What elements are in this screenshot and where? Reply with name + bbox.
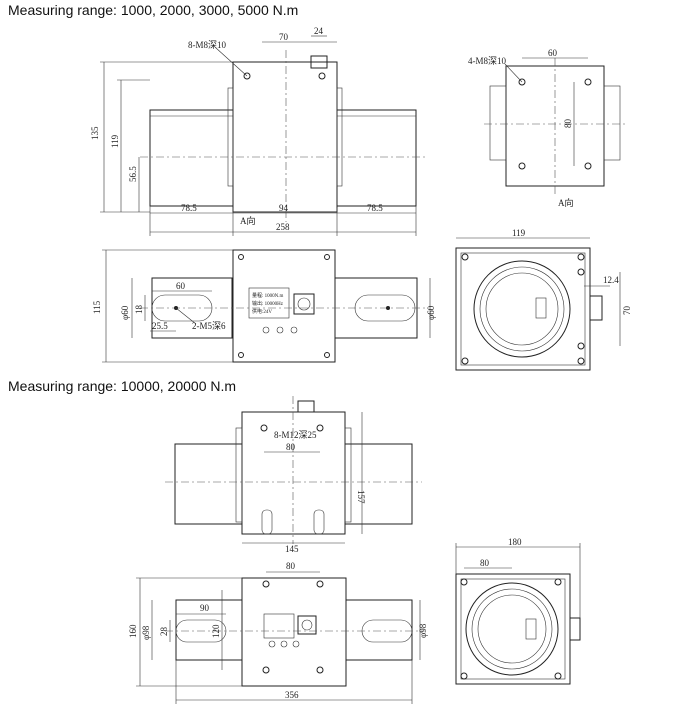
top-front-view: 8-M8深10 70 24 135 119 56.5 78.5 94 78.5 … <box>90 26 425 236</box>
dim-78-5-left: 78.5 <box>181 203 197 213</box>
left-shaft <box>149 109 234 207</box>
dim-120: 120 <box>211 624 221 638</box>
dim-56-5: 56.5 <box>128 166 138 182</box>
left-shaft <box>175 599 243 661</box>
dim-115: 115 <box>92 300 102 314</box>
side-holes-label: 4-M8深10 <box>468 56 506 66</box>
heading-large-range: Measuring range: 10000, 20000 N.m <box>8 378 237 394</box>
dim-157: 157 <box>356 490 366 504</box>
bottom-plan-view: 80 90 160 φ98 28 120 φ98 356 <box>128 561 428 704</box>
bottom-end-view: 180 80 <box>455 537 581 685</box>
dim-24: 24 <box>314 26 324 36</box>
bottom-front-view: 8-M12深25 80 157 145 <box>165 396 422 554</box>
dim-145: 145 <box>285 544 299 554</box>
end-dim-80: 80 <box>480 558 490 568</box>
nameplate-line-1: 量程: 1000N.m <box>252 292 284 299</box>
indicator-light <box>276 326 284 334</box>
right-shaft <box>345 599 413 661</box>
dim-d60-left: φ60 <box>120 305 130 320</box>
connector <box>297 400 315 413</box>
dim-d60-right: φ60 <box>426 305 436 320</box>
bore-inner <box>485 272 559 346</box>
right-shaft <box>336 109 417 207</box>
side-dim-60: 60 <box>548 48 558 58</box>
dim-d98-right: φ98 <box>418 623 428 638</box>
end-dim-119: 119 <box>512 228 526 238</box>
indicator-light <box>268 640 276 648</box>
side-view-label: A向 <box>558 197 574 208</box>
dim-119: 119 <box>110 134 120 148</box>
mount-hole <box>260 424 268 432</box>
indicator-light <box>290 326 298 334</box>
heading-small-range: Measuring range: 1000, 2000, 3000, 5000 … <box>8 2 299 18</box>
dim-70: 70 <box>279 32 289 42</box>
a-direction-label: A向 <box>240 215 256 226</box>
end-body <box>455 573 571 685</box>
indicator-light <box>262 326 270 334</box>
indicator-light <box>280 640 288 648</box>
dim-80: 80 <box>286 442 296 452</box>
end-dim-12-4: 12.4 <box>603 275 619 285</box>
end-connector <box>569 617 581 641</box>
connector <box>293 293 315 315</box>
connector <box>310 55 328 69</box>
mount-hole <box>584 78 592 86</box>
dim-160: 160 <box>128 624 138 638</box>
holes-label: 8-M8深10 <box>188 40 226 50</box>
sensor-body <box>241 577 347 687</box>
right-shaft <box>344 443 413 525</box>
indicator-light <box>292 640 300 648</box>
side-dim-80: 80 <box>563 119 573 129</box>
top-end-view: 119 12.4 70 <box>455 228 632 371</box>
bore-outer <box>465 582 559 676</box>
bore-outer <box>473 260 571 358</box>
dim-94: 94 <box>279 203 289 213</box>
mount-hole <box>318 72 326 80</box>
end-dim-70: 70 <box>622 306 632 316</box>
sensor-body <box>232 61 338 213</box>
dim-60: 60 <box>176 281 186 291</box>
left-shaft <box>174 443 243 525</box>
dim-25-5: 25.5 <box>152 321 168 331</box>
connector <box>297 615 317 635</box>
dim-18: 18 <box>134 305 144 315</box>
top-side-view: 4-M8深10 60 80 A向 <box>468 48 628 208</box>
top-plan-view: 量程: 1000N.m 输出: 10000Hz 供电:24V 115 φ60 1… <box>92 249 436 363</box>
mount-hole <box>584 162 592 170</box>
mount-hole <box>316 424 324 432</box>
nameplate-line-3: 供电:24V <box>252 308 272 315</box>
holes-label: 8-M12深25 <box>274 430 317 440</box>
slot-label: 2-M5深6 <box>192 321 226 331</box>
dim-356: 356 <box>285 690 299 700</box>
nameplate <box>248 287 290 319</box>
dim-90: 90 <box>200 603 210 613</box>
sensor-body <box>232 249 336 363</box>
dim-258: 258 <box>276 222 290 232</box>
end-dim-180: 180 <box>508 537 522 547</box>
dim-80: 80 <box>286 561 296 571</box>
mount-hole <box>518 162 526 170</box>
dim-d98-left: φ98 <box>141 625 151 640</box>
end-connector <box>589 295 603 321</box>
dim-135: 135 <box>90 126 100 140</box>
nameplate-line-2: 输出: 10000Hz <box>252 300 284 307</box>
dim-78-5-right: 78.5 <box>367 203 383 213</box>
dim-28: 28 <box>159 627 169 637</box>
nameplate <box>263 613 295 639</box>
bore-inner <box>477 594 547 664</box>
